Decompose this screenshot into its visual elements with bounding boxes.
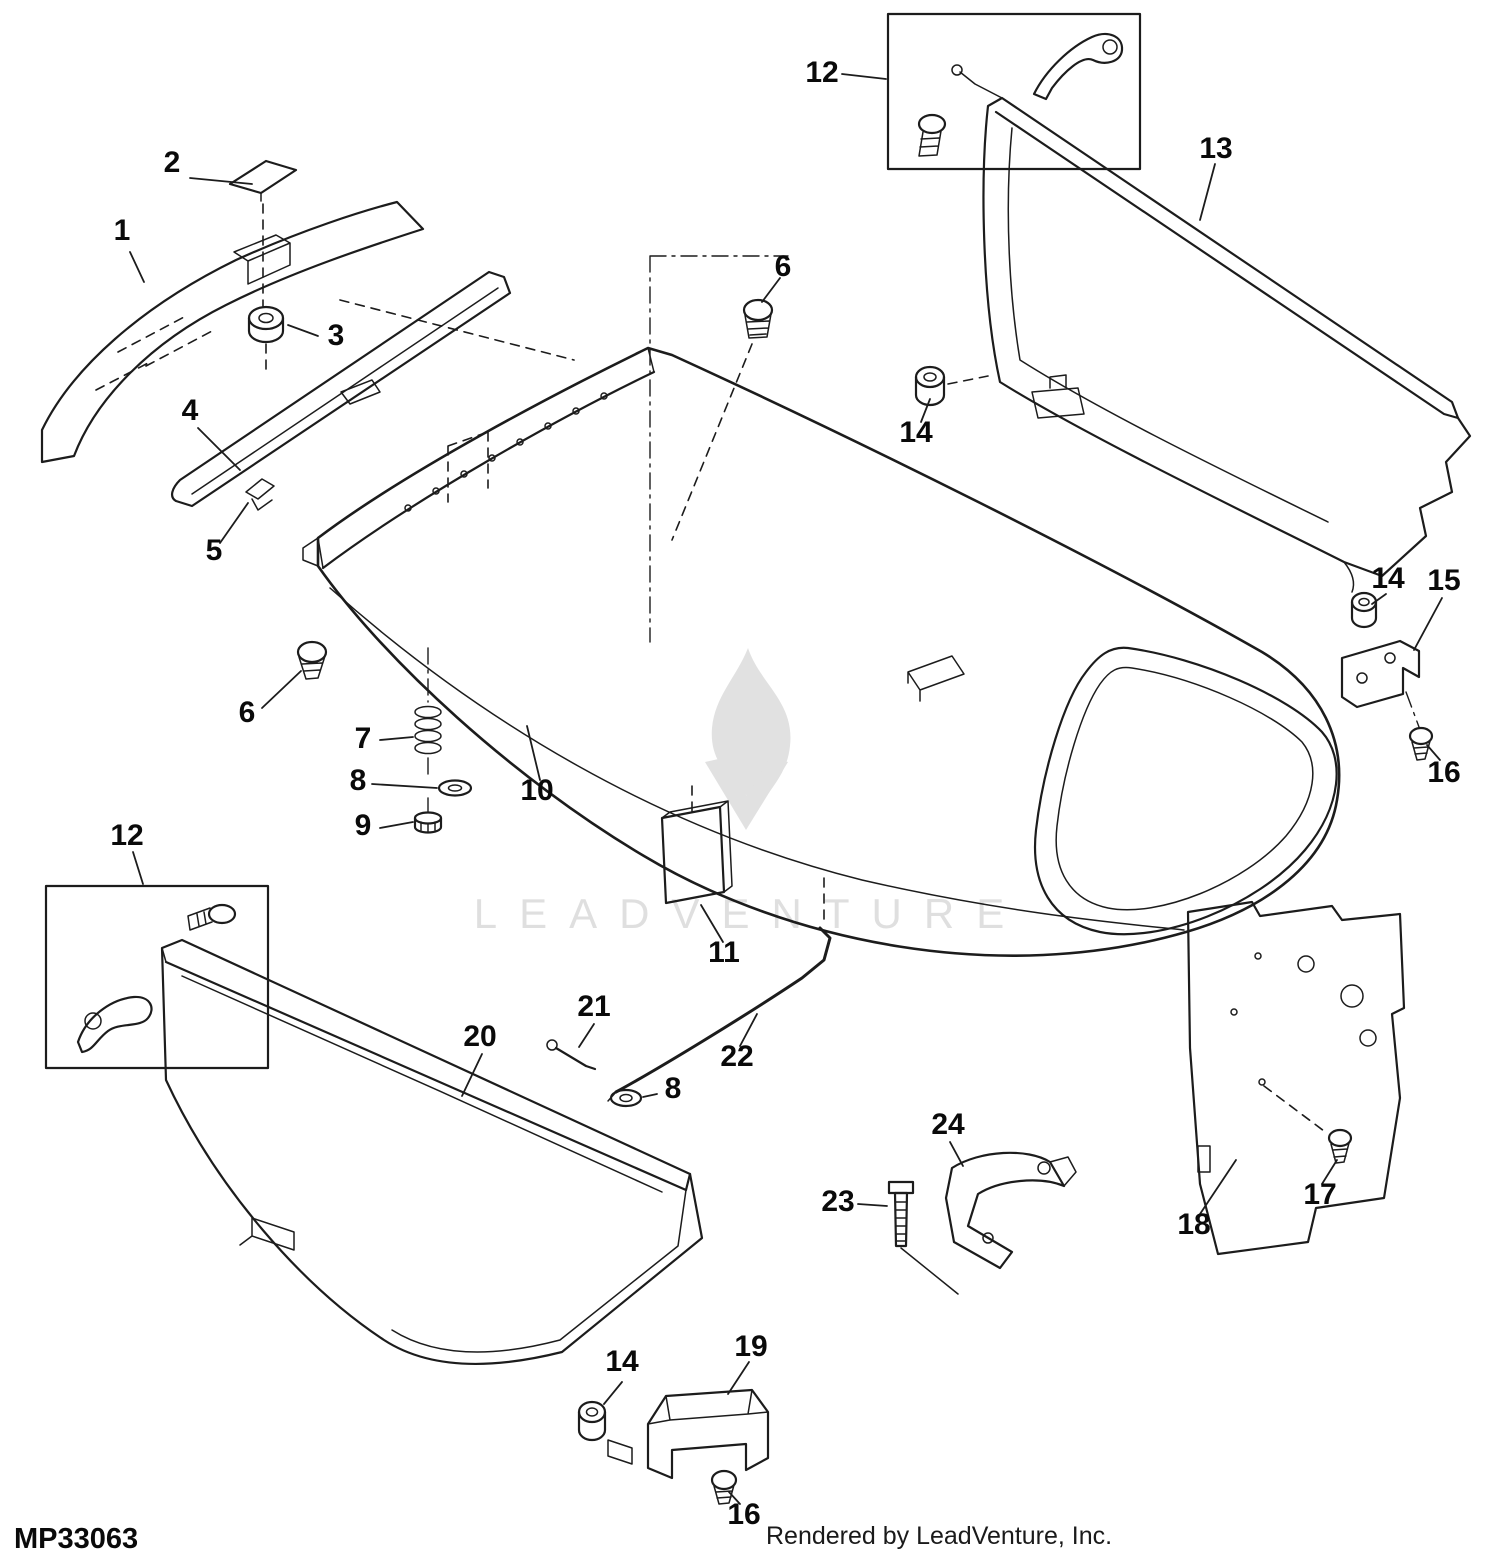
leadventure-flame-icon [705, 648, 791, 830]
callout-16: 16 [1427, 756, 1460, 789]
part-6-screw-top [671, 298, 774, 541]
callout-15: 15 [1427, 564, 1460, 597]
drawing-number: MP33063 [14, 1523, 138, 1555]
callout-20: 20 [463, 1020, 496, 1053]
part-5-retainer [245, 478, 275, 511]
callout-4: 4 [182, 394, 199, 427]
part-6-screw-left [296, 640, 328, 680]
callout-14: 14 [1371, 562, 1405, 595]
watermark-text: LEADVENTURE [474, 890, 1026, 937]
part-11-pad [660, 785, 733, 905]
callout-11: 11 [708, 936, 740, 969]
part-8-washer-top [437, 779, 473, 797]
callout-8: 8 [665, 1072, 682, 1105]
part-19-support-bracket [646, 1388, 770, 1480]
callout-6: 6 [239, 696, 256, 729]
part-7-spring [414, 647, 442, 813]
part-14-bushing-top [914, 365, 989, 407]
callout-17: 17 [1303, 1178, 1336, 1211]
part-18-rear-panel [1186, 900, 1406, 1256]
callout-10: 10 [520, 774, 553, 807]
part-12-latch-inset-left [44, 884, 270, 1070]
callout-7: 7 [355, 722, 372, 755]
part-9-nut [413, 811, 443, 834]
callout-12: 12 [805, 56, 838, 89]
part-24-latch-bracket [944, 1151, 1077, 1270]
footer-credit: Rendered by LeadVenture, Inc. [766, 1522, 1112, 1550]
part-17-screw-rear [1263, 1085, 1353, 1164]
part-15-bracket-right [1340, 639, 1421, 728]
part-4-support-strip [170, 270, 575, 508]
part-14-bushing-right [1350, 591, 1378, 629]
callout-14: 14 [899, 416, 933, 449]
part-13-side-panel-right [951, 64, 1472, 593]
callout-23: 23 [821, 1185, 854, 1218]
callout-24: 24 [931, 1108, 965, 1141]
callout-14: 14 [605, 1345, 639, 1378]
callout-12: 12 [110, 819, 143, 852]
diagram-linework [40, 12, 1472, 1505]
part-10-hood [302, 255, 1341, 957]
callout-21: 21 [577, 990, 610, 1023]
part-23-bolt [887, 1180, 959, 1295]
callout-9: 9 [355, 809, 372, 842]
part-3-nut [247, 305, 285, 373]
callout-18: 18 [1177, 1208, 1210, 1241]
callout-16: 16 [727, 1498, 760, 1531]
callout-5: 5 [206, 534, 223, 567]
callout-22: 22 [720, 1040, 753, 1073]
callout-3: 3 [328, 319, 345, 352]
part-12-latch-inset-top [886, 12, 1142, 171]
part-1-front-trim [40, 200, 425, 464]
callout-13: 13 [1199, 132, 1232, 165]
callout-8: 8 [350, 764, 367, 797]
part-2-clip [228, 159, 298, 307]
part-14-bushing-bottom [577, 1400, 633, 1465]
callout-2: 2 [164, 146, 181, 179]
leader-lines [129, 73, 1443, 1505]
part-16-screw-right [1408, 726, 1434, 761]
part-20-side-panel-left [160, 938, 704, 1365]
part-8-washer-bottom [609, 1088, 643, 1108]
watermark: LEADVENTURE [474, 648, 1026, 937]
callout-6: 6 [775, 250, 792, 283]
callout-1: 1 [114, 214, 131, 247]
part-21-pin [546, 1039, 597, 1071]
callout-19: 19 [734, 1330, 767, 1363]
